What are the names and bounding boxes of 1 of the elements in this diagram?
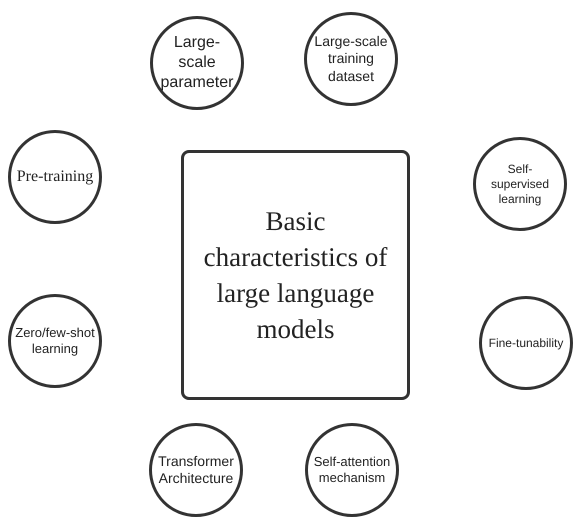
center-box: Basic characteristics of large language models bbox=[181, 150, 410, 400]
